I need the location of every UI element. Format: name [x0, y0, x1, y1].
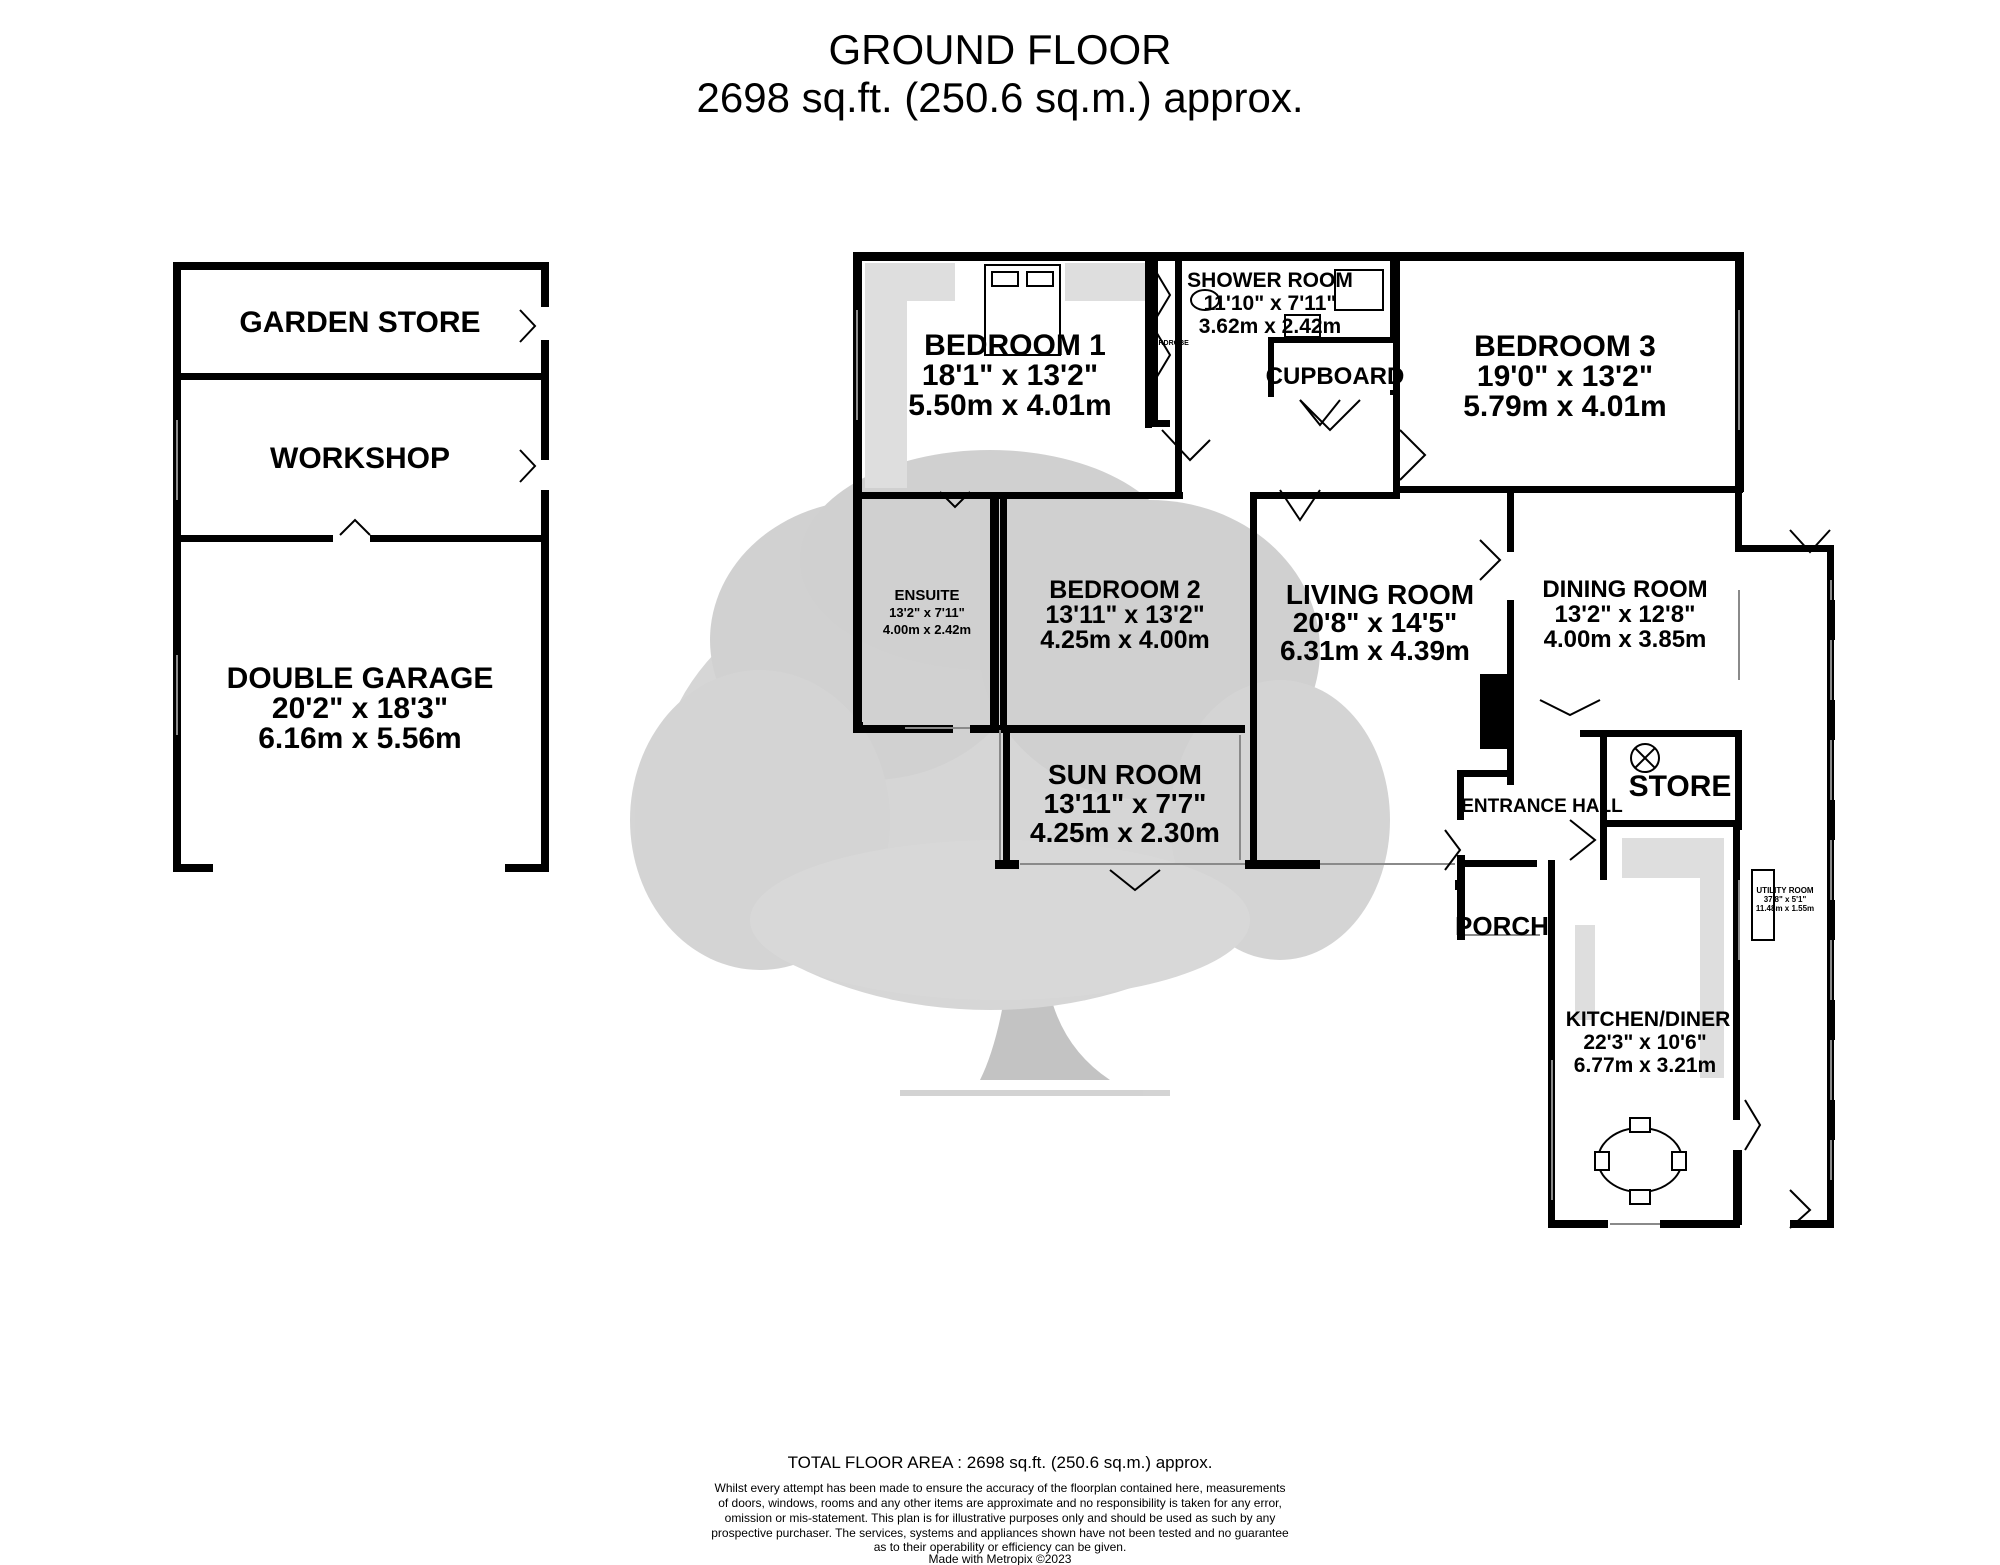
room-living-imperial: 20'8" x 14'5": [1293, 607, 1457, 638]
room-sun-imperial: 13'11" x 7'7": [1044, 788, 1207, 819]
room-dining: DINING ROOM: [1542, 576, 1707, 603]
boiler-icon: [1630, 743, 1660, 773]
utility-sink-icon: [1751, 869, 1775, 941]
room-bedroom1-metric: 5.50m x 4.01m: [908, 389, 1111, 422]
room-bedroom2-metric: 4.25m x 4.00m: [1040, 626, 1210, 654]
dining-table-icon: [1594, 1117, 1687, 1205]
windows: [176, 310, 1832, 1225]
room-sun-metric: 4.25m x 2.30m: [1030, 817, 1220, 848]
room-bedroom1: BEDROOM 1: [924, 329, 1106, 362]
room-bedroom3: BEDROOM 3: [1474, 330, 1656, 363]
room-ensuite: ENSUITE: [894, 587, 959, 604]
plan-area: 2698 sq.ft. (250.6 sq.m.) approx.: [697, 74, 1304, 121]
room-shower: SHOWER ROOM: [1187, 269, 1353, 292]
room-kitchen-imperial: 22'3" x 10'6": [1583, 1031, 1706, 1054]
room-double-garage-metric: 6.16m x 5.56m: [258, 722, 461, 755]
footer-disclaimer-line-5: as to their operability or efficiency ca…: [874, 1540, 1127, 1554]
footer-disclaimer-line-3: omission or mis-statement. This plan is …: [725, 1511, 1276, 1525]
footer-disclaimer-line-2: of doors, windows, rooms and any other i…: [718, 1496, 1282, 1510]
footer-total-area: TOTAL FLOOR AREA : 2698 sq.ft. (250.6 sq…: [788, 1453, 1213, 1472]
room-bedroom3-metric: 5.79m x 4.01m: [1463, 390, 1666, 423]
plan-title: GROUND FLOOR: [828, 26, 1171, 73]
room-bedroom2: BEDROOM 2: [1049, 576, 1200, 604]
room-shower-metric: 3.62m x 2.42m: [1199, 315, 1341, 338]
room-double-garage: DOUBLE GARAGE: [227, 662, 494, 695]
room-dining-imperial: 13'2" x 12'8": [1555, 601, 1696, 628]
room-utility: UTILITY ROOM: [1756, 886, 1814, 895]
room-garden-store: GARDEN STORE: [239, 306, 480, 339]
room-ensuite-metric: 4.00m x 2.42m: [883, 622, 971, 637]
room-bedroom3-imperial: 19'0" x 13'2": [1477, 360, 1653, 393]
room-entrance-hall: ENTRANCE HALL: [1461, 796, 1623, 817]
room-kitchen: KITCHEN/DINER: [1566, 1008, 1731, 1031]
room-porch: PORCH: [1455, 911, 1549, 941]
room-shower-imperial: 11'10" x 7'11": [1204, 292, 1337, 315]
utility-wall-marks: [1827, 600, 1835, 1140]
footer-disclaimer-line-4: prospective purchaser. The services, sys…: [711, 1526, 1289, 1540]
footer-credit: Made with Metropix ©2023: [929, 1552, 1072, 1565]
room-ensuite-imperial: 13'2" x 7'11": [889, 605, 965, 620]
walls: [173, 252, 1834, 1228]
room-living: LIVING ROOM: [1286, 579, 1474, 610]
room-living-metric: 6.31m x 4.39m: [1280, 635, 1470, 666]
room-cupboard: CUPBOARD: [1266, 363, 1405, 390]
room-sun: SUN ROOM: [1048, 759, 1202, 790]
room-bedroom2-imperial: 13'11" x 13'2": [1045, 601, 1204, 629]
room-dining-metric: 4.00m x 3.85m: [1544, 626, 1707, 653]
room-kitchen-metric: 6.77m x 3.21m: [1574, 1054, 1716, 1077]
footer-disclaimer-line-1: Whilst every attempt has been made to en…: [715, 1481, 1286, 1495]
room-workshop: WORKSHOP: [270, 442, 450, 475]
room-bedroom1-imperial: 18'1" x 13'2": [922, 359, 1098, 392]
door-swings: [339, 269, 1831, 1229]
room-double-garage-imperial: 20'2" x 18'3": [272, 692, 448, 725]
tree-graphic: [630, 450, 1390, 1096]
room-utility-imperial: 37'8" x 5'1": [1764, 895, 1807, 904]
room-store: STORE: [1629, 770, 1732, 803]
bed-icon: [984, 264, 1061, 356]
room-utility-metric: 11.48m x 1.55m: [1756, 904, 1814, 913]
fixtures: [865, 263, 1724, 1078]
room-wardrobe: WARDROBE: [1147, 340, 1189, 347]
shower-fixtures: [1190, 269, 1384, 338]
